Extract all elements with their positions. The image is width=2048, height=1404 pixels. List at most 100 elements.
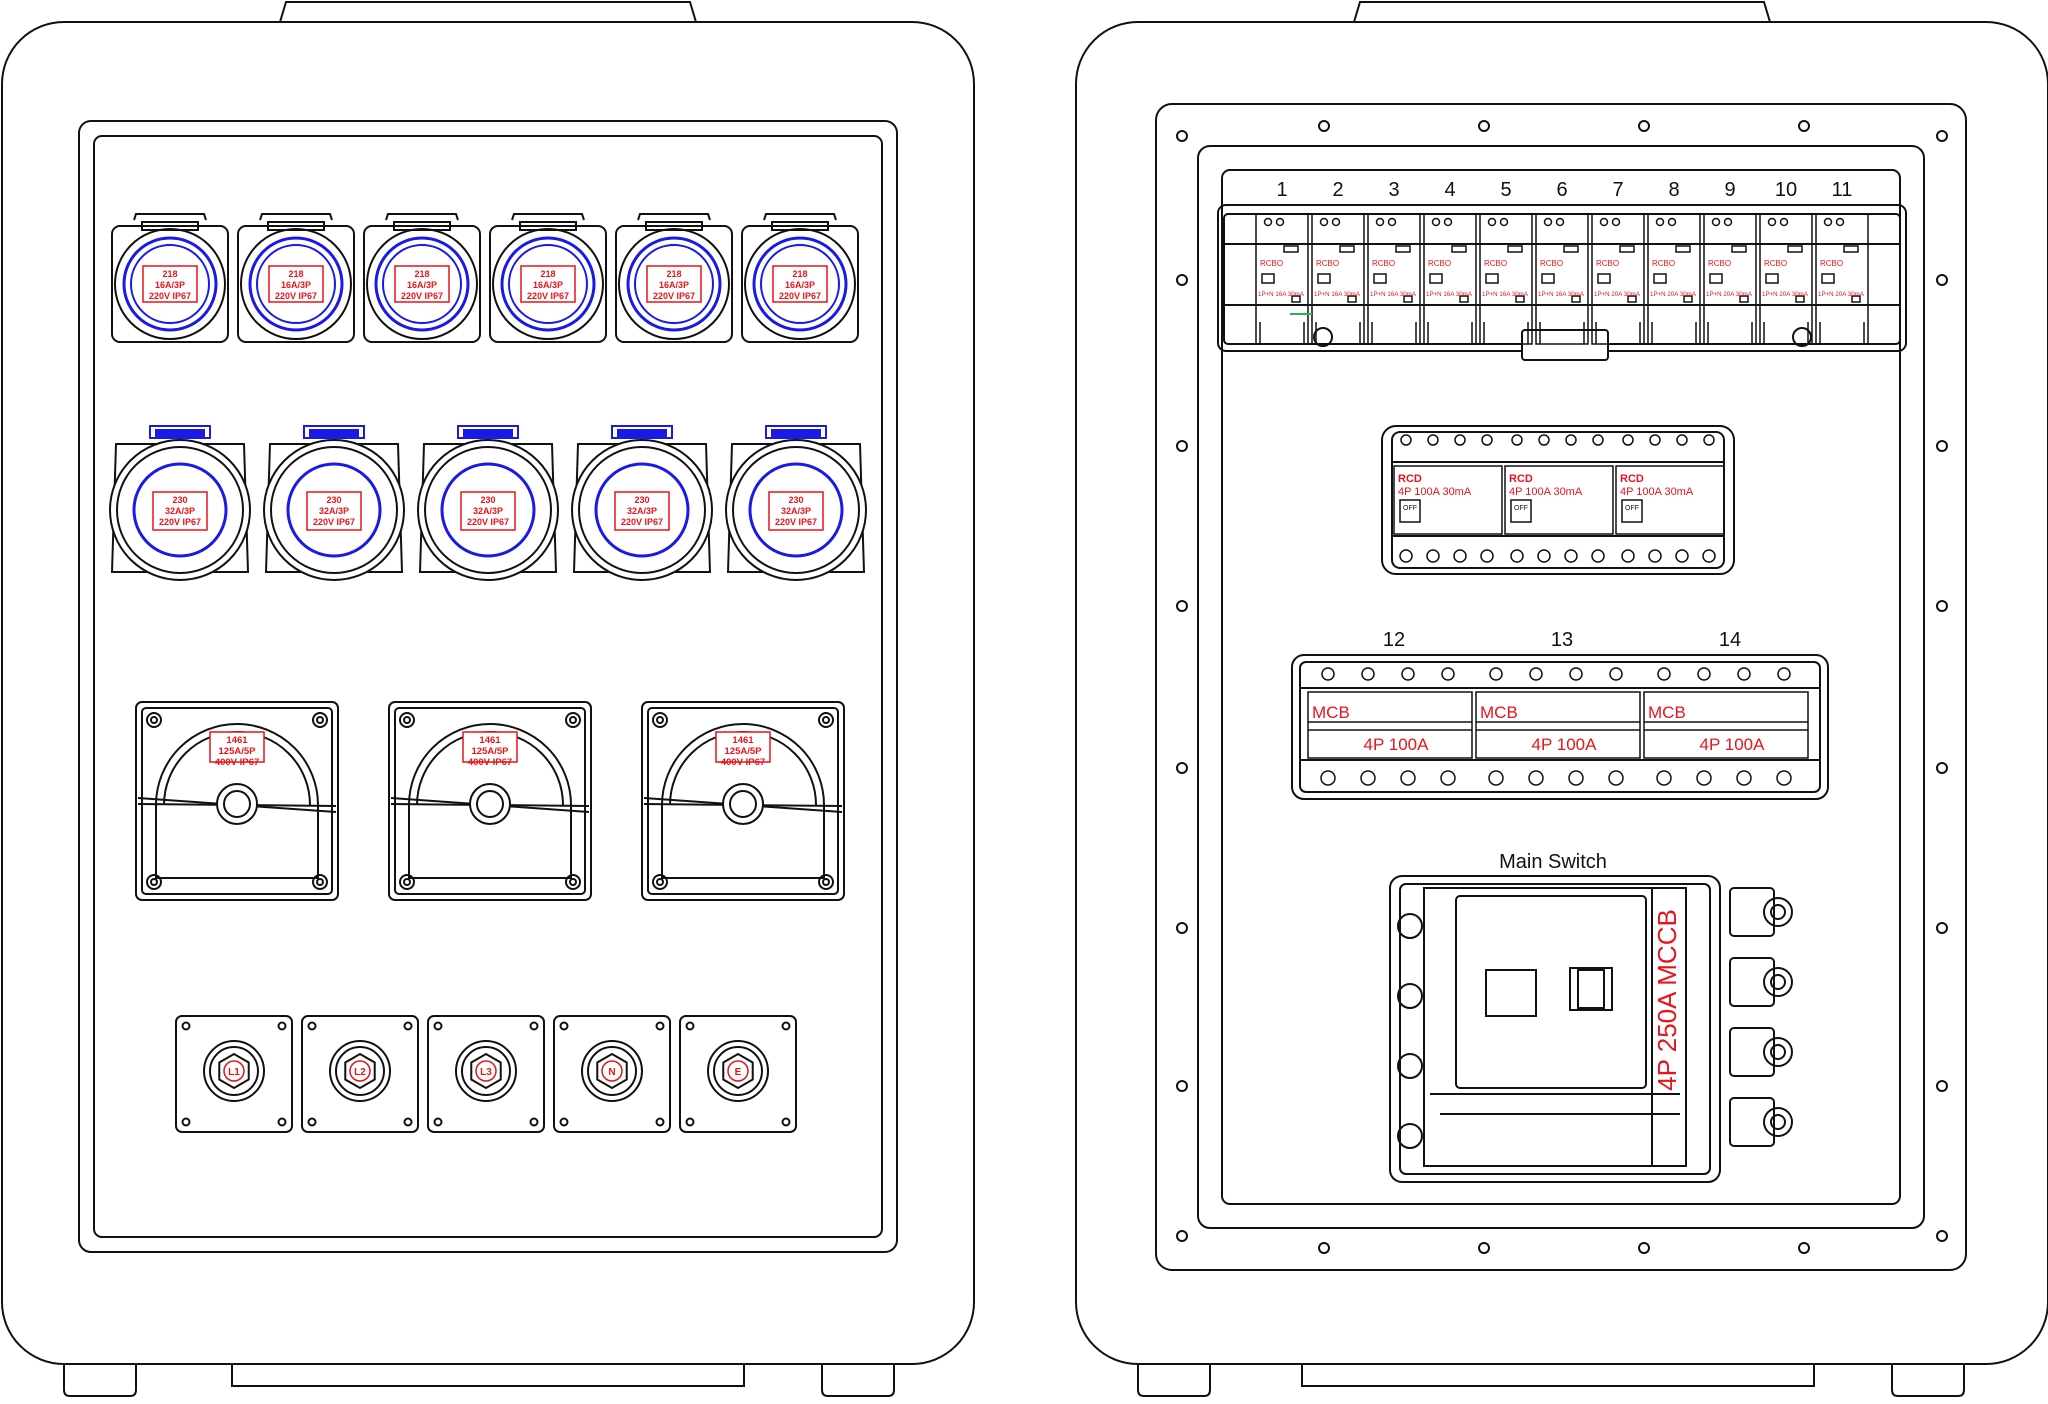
connector-l3: [427, 1015, 545, 1133]
rcbo-breaker: [1311, 213, 1365, 345]
rcbo-number: 5: [1500, 179, 1511, 201]
rcbo-rating: 1P+N 20A 30mA: [1818, 291, 1865, 298]
socket-16a-label: 16A/3P: [407, 280, 437, 290]
rcbo-label: RCBO: [1820, 259, 1843, 268]
rcbo-breaker: [1479, 213, 1533, 345]
screw-hole: [1176, 600, 1188, 612]
connector-l2: [301, 1015, 419, 1133]
socket-32a-label: 32A/3P: [319, 506, 349, 516]
rcd-breaker: [1393, 434, 1503, 563]
socket-125a-label: 125A/5P: [725, 746, 763, 757]
mccb-rating: 4P 250A MCCB: [1652, 909, 1682, 1091]
socket-16a: [741, 213, 859, 343]
socket-16a-label: 220V IP67: [779, 291, 821, 301]
socket-32a-label: 32A/3P: [165, 506, 195, 516]
screw-hole: [1638, 1242, 1650, 1254]
socket-32a: [571, 425, 713, 581]
rcbo-label: RCBO: [1708, 259, 1731, 268]
socket-125a-label: 1461: [226, 735, 248, 746]
connector-l1: [175, 1015, 293, 1133]
screw-hole: [1936, 274, 1948, 286]
mcb-breaker: [1307, 667, 1473, 786]
screw-hole: [1478, 120, 1490, 132]
rcbo-label: RCBO: [1428, 259, 1451, 268]
rcbo-rating: 1P+N 20A 30mA: [1594, 291, 1641, 298]
socket-16a-label: 218: [162, 269, 177, 279]
screw-hole: [1936, 440, 1948, 452]
socket-16a-label: 218: [666, 269, 681, 279]
socket-16a: [237, 213, 355, 343]
rcbo-number: 2: [1332, 179, 1343, 201]
connector-label: N: [608, 1067, 615, 1078]
mcb-label: MCB: [1312, 703, 1350, 722]
rcd-rating: 4P 100A 30mA: [1509, 486, 1583, 498]
socket-16a-label: 16A/3P: [785, 280, 815, 290]
mcb-number: 12: [1383, 629, 1405, 651]
socket-32a-label: 32A/3P: [473, 506, 503, 516]
connector-n: [553, 1015, 671, 1133]
screw-hole: [1176, 440, 1188, 452]
rcd-label: RCD: [1620, 473, 1644, 485]
socket-125a-label: 125A/5P: [472, 746, 510, 757]
rcbo-rating: 1P+N 16A 30mA: [1258, 291, 1305, 298]
rcd-switch-text: OFF: [1514, 505, 1528, 512]
rcbo-rail: [1217, 204, 1907, 361]
rcbo-label: RCBO: [1764, 259, 1787, 268]
socket-32a-label: 230: [172, 495, 187, 505]
socket-32a-label: 32A/3P: [781, 506, 811, 516]
screw-hole: [1936, 922, 1948, 934]
rcbo-rating: 1P+N 16A 30mA: [1482, 291, 1529, 298]
mccb-body: [1389, 875, 1793, 1183]
socket-125a-label: 400V IP67: [721, 757, 765, 768]
socket-32a-label: 230: [480, 495, 495, 505]
connector-label: L1: [228, 1067, 240, 1078]
socket-125a-label: 125A/5P: [219, 746, 257, 757]
rcbo-breaker: [1423, 213, 1477, 345]
rcbo-rating: 1P+N 20A 30mA: [1650, 291, 1697, 298]
socket-16a-label: 16A/3P: [281, 280, 311, 290]
back-cabinet: [1075, 1, 2048, 1397]
connector-e: [679, 1015, 797, 1133]
rcd-label: RCD: [1398, 473, 1422, 485]
rcbo-label: RCBO: [1316, 259, 1339, 268]
socket-16a: [111, 213, 229, 343]
screw-hole: [1318, 120, 1330, 132]
mcb-number: 14: [1719, 629, 1741, 651]
connector-label: E: [735, 1067, 742, 1078]
connector-label: L3: [480, 1067, 492, 1078]
socket-32a-label: 32A/3P: [627, 506, 657, 516]
screw-hole: [1176, 922, 1188, 934]
rcbo-rating: 1P+N 20A 30mA: [1706, 291, 1753, 298]
screw-hole: [1176, 1080, 1188, 1092]
rcbo-rating: 1P+N 16A 30mA: [1426, 291, 1473, 298]
socket-125a-label: 400V IP67: [215, 757, 259, 768]
screw-hole: [1176, 1230, 1188, 1242]
screw-hole: [1936, 762, 1948, 774]
mcb-rating: 4P 100A: [1700, 735, 1766, 754]
mcb-rating: 4P 100A: [1364, 735, 1430, 754]
rcd-breaker: [1504, 434, 1614, 563]
mcb-label: MCB: [1480, 703, 1518, 722]
mcb-rating: 4P 100A: [1532, 735, 1598, 754]
screw-hole: [1176, 130, 1188, 142]
rcbo-rating: 1P+N 16A 30mA: [1538, 291, 1585, 298]
rcbo-breaker: [1759, 213, 1813, 345]
rcd-rail: [1381, 425, 1735, 575]
screw-hole: [1176, 274, 1188, 286]
rcbo-label: RCBO: [1260, 259, 1283, 268]
socket-16a-label: 218: [414, 269, 429, 279]
mcb-rail: [1291, 654, 1829, 800]
rcd-breaker: [1615, 434, 1725, 563]
socket-16a-label: 220V IP67: [275, 291, 317, 301]
socket-32a-label: 220V IP67: [159, 517, 201, 527]
socket-16a: [489, 213, 607, 343]
rcbo-breaker: [1367, 213, 1421, 345]
rcd-switch-text: OFF: [1625, 505, 1639, 512]
socket-16a-label: 16A/3P: [533, 280, 563, 290]
